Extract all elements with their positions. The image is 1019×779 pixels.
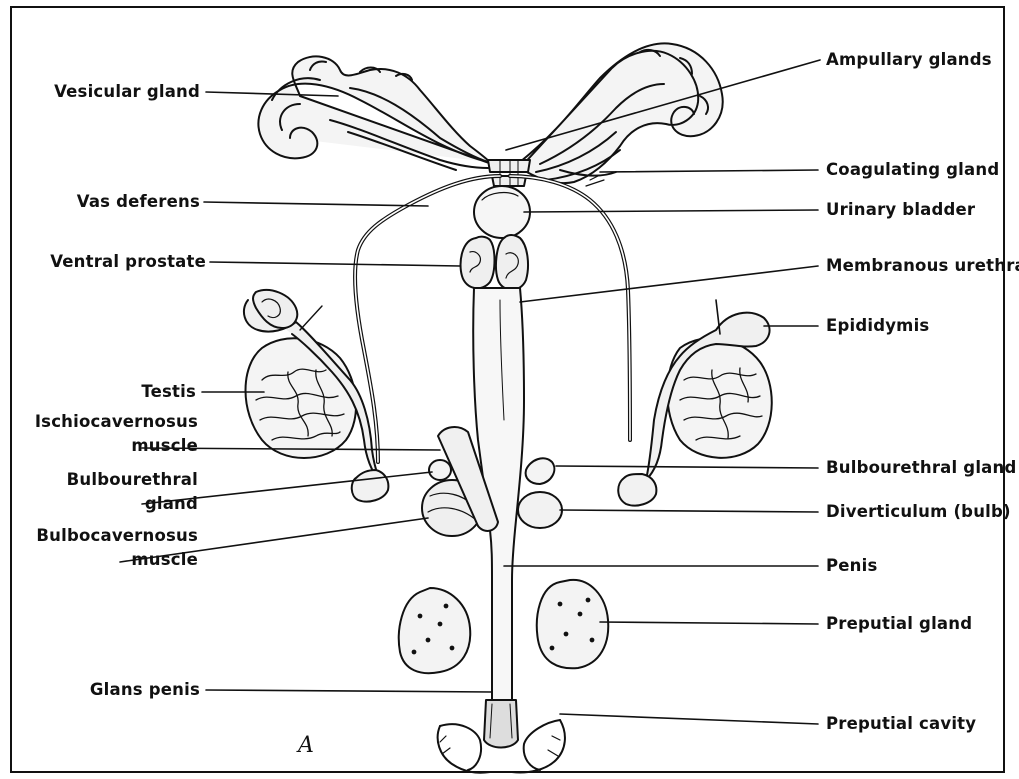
leader-ventral-prostate — [210, 262, 460, 266]
leader-vas-deferens — [204, 202, 428, 206]
ampullary-glands-shape — [488, 160, 530, 186]
label-ampullary-glands: Ampullary glands — [826, 50, 992, 70]
label-ventral-prostate: Ventral prostate — [30, 252, 206, 272]
leader-glans-penis — [206, 690, 492, 692]
bulbourethral-gland-left-shape — [429, 460, 451, 480]
vesicular-gland-right-shape — [520, 43, 723, 183]
label-vesicular-gland: Vesicular gland — [40, 82, 200, 102]
testis-left-shape — [246, 338, 357, 458]
leader-preputial-gland — [600, 622, 818, 624]
label-membranous-urethra: Membranous urethra — [826, 256, 1019, 276]
label-epididymis: Epididymis — [826, 316, 929, 336]
label-bulbourethral-gland-right: Bulbourethral gland — [826, 458, 1016, 478]
label-bulbocavernosus-muscle: Bulbocavernosus muscle — [22, 524, 198, 572]
urinary-bladder-shape — [474, 186, 530, 238]
label-ischiocavernosus-muscle: Ischiocavernosus muscle — [22, 410, 198, 458]
preputial-gland-left-shape — [399, 588, 470, 673]
label-glans-penis: Glans penis — [40, 680, 200, 700]
label-urinary-bladder: Urinary bladder — [826, 200, 975, 220]
label-testis: Testis — [40, 382, 196, 402]
leader-preputial-cavity — [560, 714, 818, 724]
label-diverticulum: Diverticulum (bulb) — [826, 502, 1011, 522]
diverticulum-shape — [518, 492, 562, 528]
bulbourethral-gland-right-shape — [526, 458, 555, 484]
leader-membranous-urethra — [520, 266, 818, 302]
leader-bulbourethral-right — [556, 466, 818, 468]
label-preputial-cavity: Preputial cavity — [826, 714, 976, 734]
panel-letter: A — [298, 733, 314, 758]
ventral-prostate-shape — [461, 235, 528, 290]
label-coagulating-gland: Coagulating gland — [826, 160, 999, 180]
label-penis: Penis — [826, 556, 878, 576]
vesicular-gland-left-shape — [258, 56, 492, 170]
label-vas-deferens: Vas deferens — [40, 192, 200, 212]
leader-diverticulum — [560, 510, 818, 512]
label-preputial-gland: Preputial gland — [826, 614, 972, 634]
label-bulbourethral-gland-left: Bulbourethral gland — [22, 468, 198, 516]
glans-penis-shape — [484, 700, 518, 748]
leader-urinary-bladder — [524, 210, 818, 212]
preputial-gland-right-shape — [537, 580, 608, 668]
leader-coagulating-gland — [600, 170, 818, 172]
